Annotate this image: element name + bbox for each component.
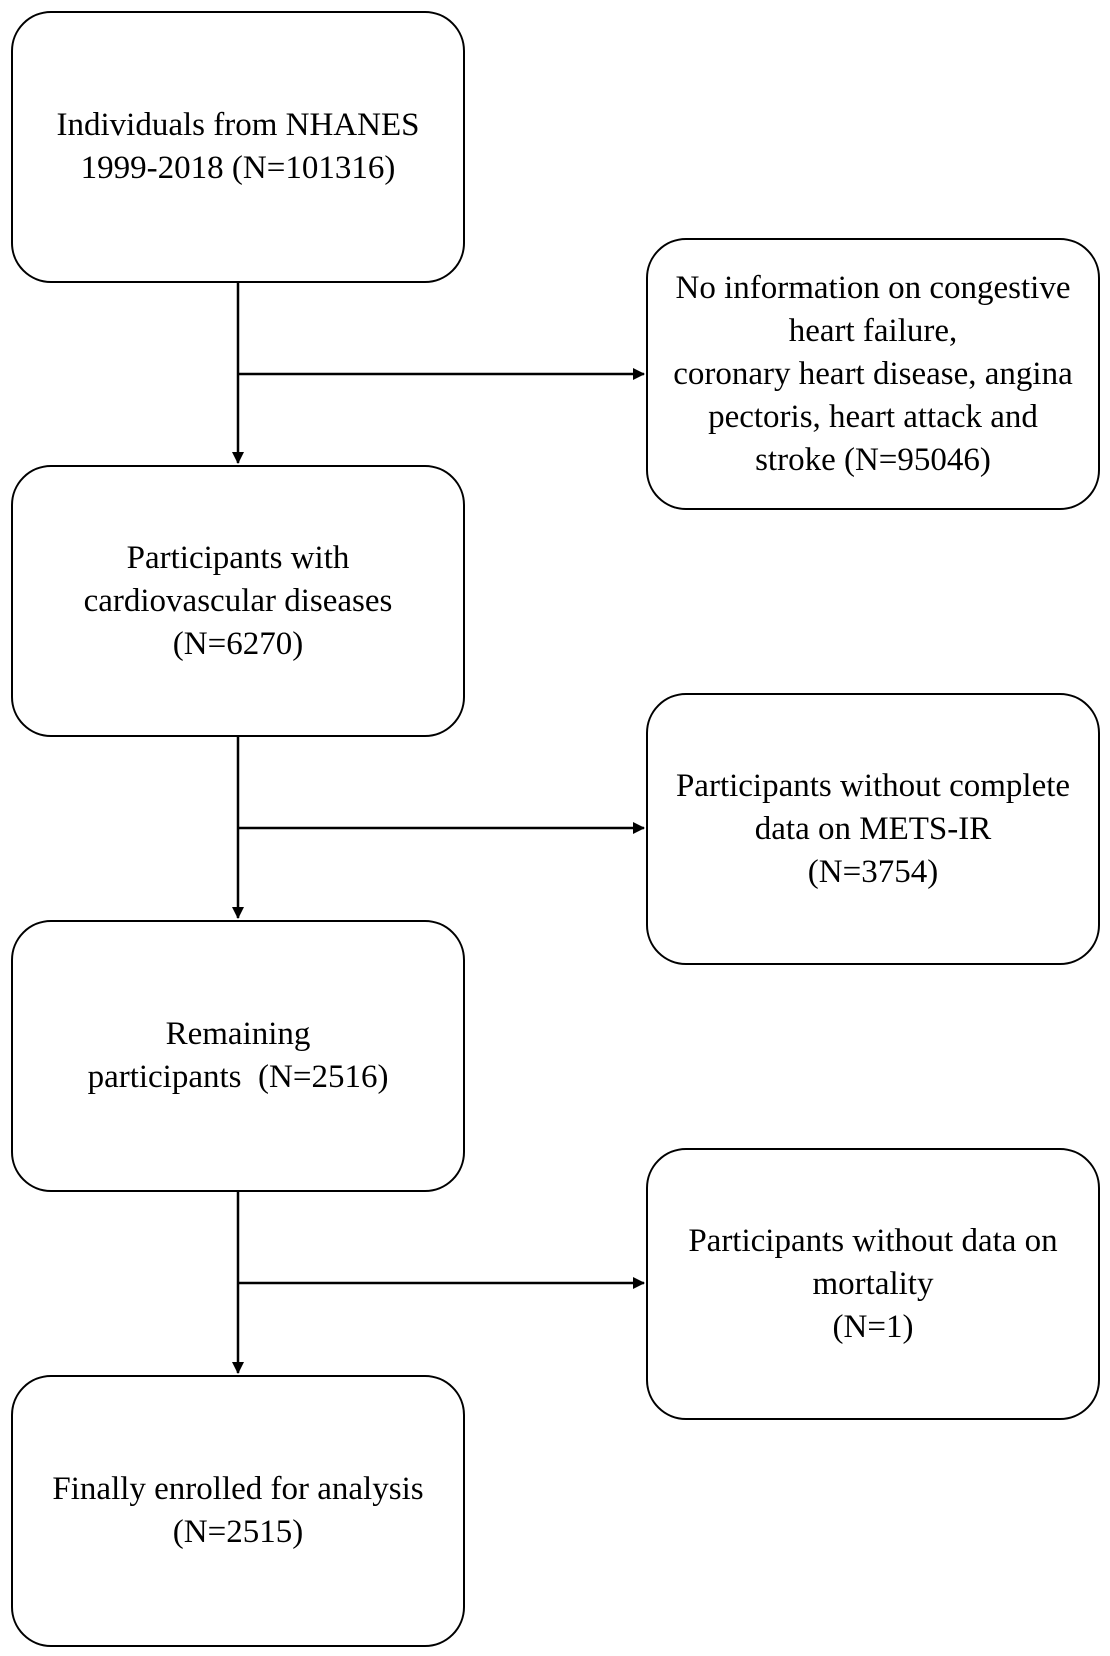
exclusion-3-line-2: mortality bbox=[812, 1265, 934, 1302]
step-3-line-1: Remaining bbox=[165, 1016, 311, 1052]
flow-step-1-box: Individuals from NHANES 1999-2018 (N=101… bbox=[11, 11, 465, 283]
exclusion-1-line-5: stroke (N=95046) bbox=[755, 441, 991, 478]
flow-step-2-box: Participants with cardiovascular disease… bbox=[11, 465, 465, 737]
exclusion-3-line-1: Participants without data on bbox=[688, 1222, 1058, 1259]
flow-step-3-box: Remaining participants (N=2516) bbox=[11, 920, 465, 1192]
step-1-line-1: Individuals from NHANES bbox=[56, 107, 420, 143]
step-3-line-2: participants (N=2516) bbox=[87, 1059, 389, 1095]
flow-step-4-box: Finally enrolled for analysis (N=2515) bbox=[11, 1375, 465, 1647]
step-4-line-1: Finally enrolled for analysis bbox=[52, 1471, 424, 1507]
step-4-line-2: (N=2515) bbox=[172, 1514, 304, 1550]
exclusion-2-line-3: (N=3754) bbox=[807, 853, 939, 890]
exclusion-3-line-3: (N=1) bbox=[832, 1308, 914, 1345]
exclusion-1-line-2: heart failure, bbox=[788, 312, 958, 349]
exclusion-3-box: Participants without data on mortality (… bbox=[646, 1148, 1100, 1420]
exclusion-1-line-1: No information on congestive bbox=[675, 269, 1071, 306]
exclusion-1-line-4: pectoris, heart attack and bbox=[708, 398, 1038, 435]
exclusion-2-box: Participants without complete data on ME… bbox=[646, 693, 1100, 965]
step-2-line-1: Participants with bbox=[126, 539, 350, 576]
exclusion-1-box: No information on congestive heart failu… bbox=[646, 238, 1100, 510]
exclusion-1-line-3: coronary heart disease, angina bbox=[673, 355, 1073, 392]
step-1-line-2: 1999-2018 (N=101316) bbox=[80, 150, 396, 186]
step-2-line-2: cardiovascular diseases bbox=[83, 582, 393, 619]
step-2-line-3: (N=6270) bbox=[172, 625, 304, 662]
exclusion-2-line-2: data on METS-IR bbox=[754, 810, 992, 847]
exclusion-2-line-1: Participants without complete bbox=[675, 767, 1071, 804]
